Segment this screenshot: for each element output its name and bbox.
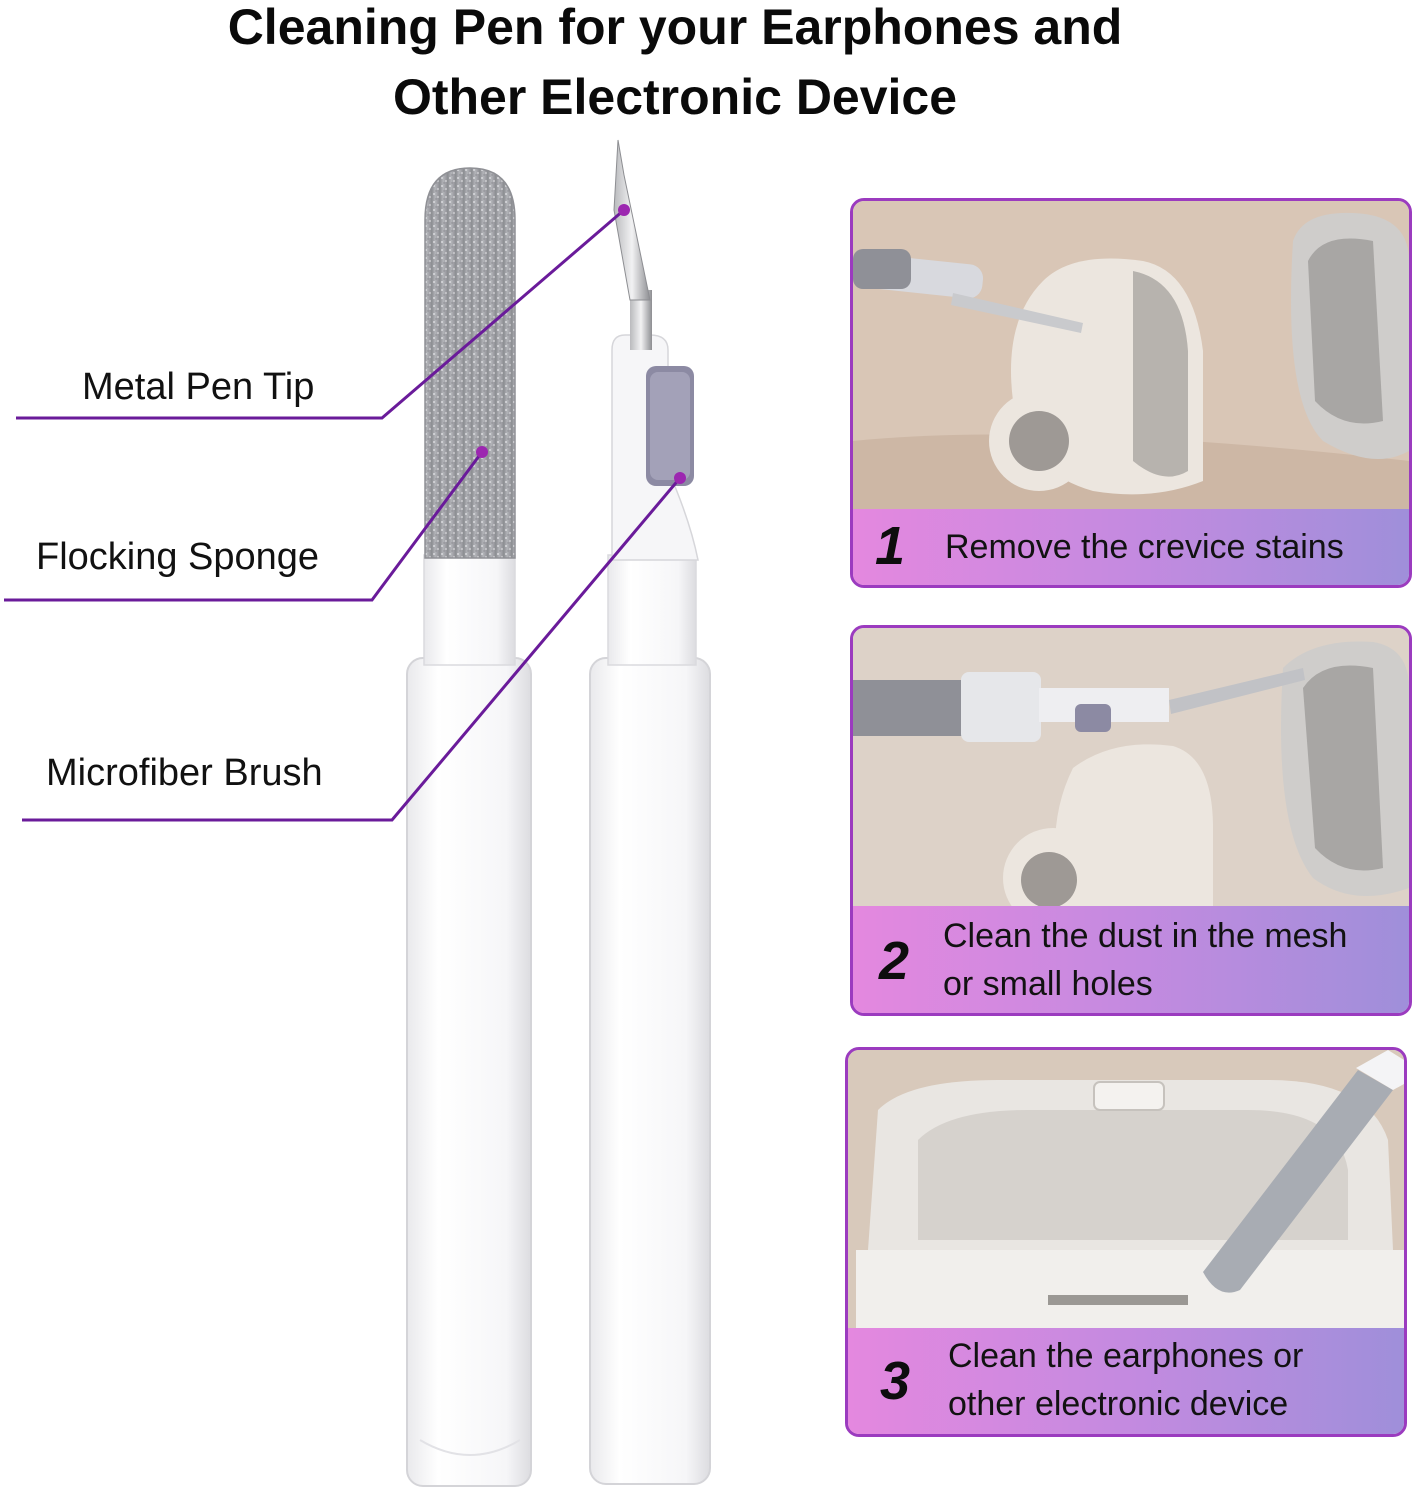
earbud-photo-1 <box>853 201 1409 513</box>
step-3-number: 3 <box>880 1351 911 1411</box>
brush-pen <box>589 139 711 1485</box>
step-card-2: 2 Clean the dust in the mesh or small ho… <box>850 625 1412 1016</box>
step-1-line-1: Remove the crevice stains <box>945 528 1344 566</box>
step-2-text: Clean the dust in the mesh or small hole… <box>943 912 1347 1008</box>
metal-tip-leader <box>16 208 625 420</box>
callout-dots <box>476 204 686 484</box>
brush-label: Microfiber Brush <box>46 752 323 794</box>
step-2-line-1: Clean the dust in the mesh <box>943 917 1348 955</box>
metal-tip-dot <box>618 204 630 216</box>
sponge-label: Flocking Sponge <box>36 536 320 578</box>
step-1-number: 1 <box>875 516 906 576</box>
brush-leader <box>22 477 682 822</box>
charging-case-photo <box>848 1050 1404 1330</box>
brush-dot <box>674 472 686 484</box>
step-2-line-2: or small holes <box>943 965 1153 1003</box>
step-1-text: Remove the crevice stains <box>945 523 1344 571</box>
step-3-text: Clean the earphones or other electronic … <box>948 1332 1303 1428</box>
step-card-3: 3 Clean the earphones or other electroni… <box>845 1047 1407 1437</box>
metal-tip-label: Metal Pen Tip <box>82 366 315 408</box>
sponge-leader <box>4 451 484 602</box>
step-3-caption: 3 Clean the earphones or other electroni… <box>848 1328 1404 1434</box>
step-card-1: 1 Remove the crevice stains <box>850 198 1412 588</box>
step-1-caption: 1 Remove the crevice stains <box>853 509 1409 585</box>
step-3-line-1: Clean the earphones or <box>948 1337 1304 1375</box>
title-line-1: Cleaning Pen for your Earphones and <box>227 0 1123 55</box>
earbud-photo-2 <box>853 628 1409 908</box>
title-line-2: Other Electronic Device <box>392 69 958 125</box>
sponge-dot <box>476 446 488 458</box>
step-2-caption: 2 Clean the dust in the mesh or small ho… <box>853 906 1409 1013</box>
page-title: Cleaning Pen for your Earphones and Othe… <box>0 0 1350 132</box>
step-2-number: 2 <box>879 931 910 991</box>
sponge-pen <box>406 167 532 1487</box>
callout-lines <box>4 208 682 822</box>
step-3-line-2: other electronic device <box>948 1385 1289 1423</box>
